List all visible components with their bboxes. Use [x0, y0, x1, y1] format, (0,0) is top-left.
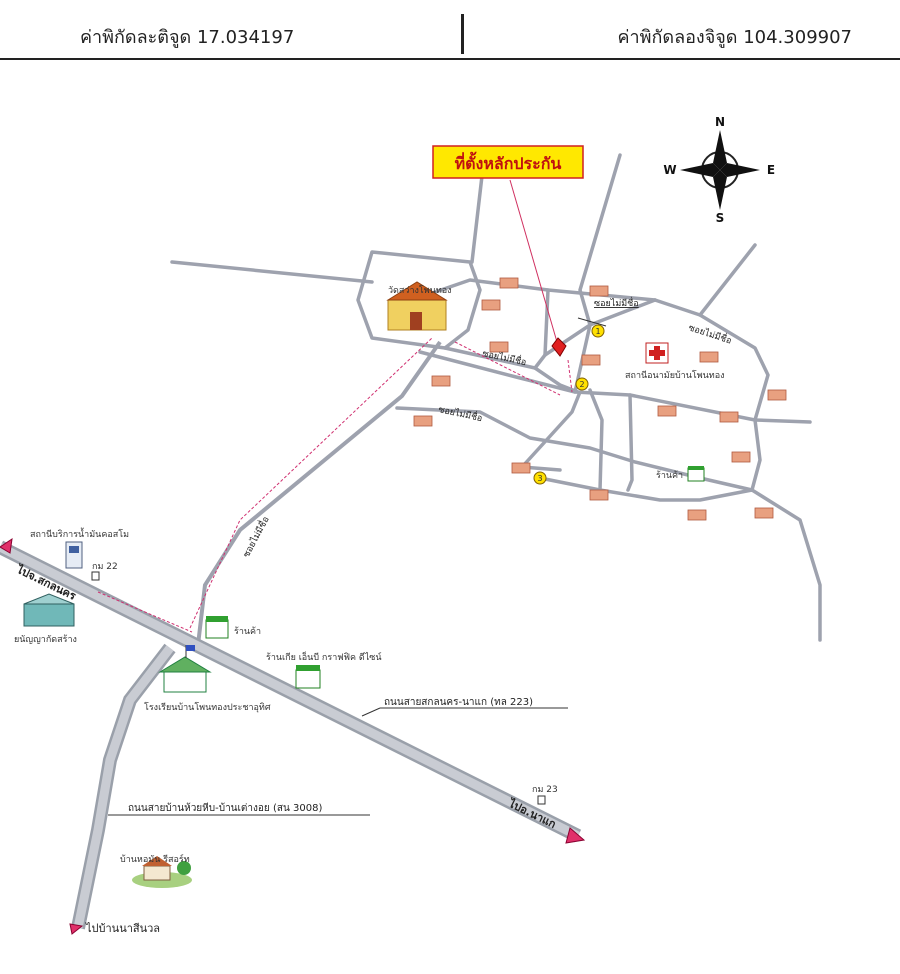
distance-lines	[97, 337, 573, 633]
marker-2: 2	[575, 377, 589, 391]
arrow-to-nakae-icon	[565, 827, 586, 844]
longitude-label: ค่าพิกัดลองจิจูด 104.309907	[617, 27, 852, 48]
gas-station-icon	[65, 541, 83, 569]
shop-label-junction: ร้านค้า	[234, 626, 261, 637]
health-center-icon	[645, 342, 669, 364]
compass-e: E	[767, 163, 775, 177]
svg-text:1: 1	[595, 327, 600, 336]
collateral-box	[432, 145, 584, 179]
road-3008	[71, 643, 176, 930]
svg-text:2: 2	[579, 380, 584, 389]
highway-223	[0, 540, 582, 843]
soi-label-4: ซอยไม่มีชื่อ	[437, 402, 483, 424]
road-label-highway: ถนนสายสกลนคร-นาแก (ทล 223)	[384, 697, 533, 708]
school-icon	[158, 645, 212, 693]
road-label-local: ถนนสายบ้านห้วยหีบ-บ้านเต่างอย (สน 3008)	[128, 802, 322, 814]
header-divider	[461, 14, 464, 54]
to-nasinuan-label: ไปบ้านนาสีนวล	[85, 922, 160, 935]
school-label: โรงเรียนบ้านโพนทองประชาอุทิศ	[144, 702, 271, 713]
shop-icon-graphic	[295, 665, 321, 689]
resort-label: บ้านหอมัน รีสอร์ท	[120, 853, 190, 865]
coordinate-header: ค่าพิกัดละติจูด 17.034197 ค่าพิกัดลองจิจ…	[0, 0, 900, 60]
warehouse-label: ยนัญญากัดสร้าง	[14, 634, 77, 645]
shop-label-village: ร้านค้า	[656, 470, 683, 481]
compass-s: S	[716, 211, 725, 225]
health-center-label: สถานีอนามัยบ้านโพนทอง	[625, 370, 725, 381]
soi-label-2: ซอยไม่มีชื่อ	[687, 320, 734, 346]
resort-icon	[132, 856, 192, 888]
km23-label: กม 23	[532, 785, 558, 795]
callout-line	[509, 179, 558, 343]
to-nakae-label: ไปอ.นาแก	[505, 795, 559, 831]
callout-line-highway	[361, 707, 381, 717]
km23-post-icon	[537, 795, 546, 805]
village-roads	[170, 148, 822, 642]
svg-text:3: 3	[537, 474, 542, 483]
temple-icon	[386, 281, 448, 331]
gas-station-label: สถานีบริการน้ำมันคอสโม	[30, 527, 129, 540]
temple-label: วัดสว่างโพนทอง	[388, 285, 452, 296]
marker-3: 3	[533, 471, 547, 485]
shop-icon-junction	[205, 616, 229, 639]
km22-post-icon	[91, 571, 100, 581]
shop-icon-village	[687, 466, 705, 482]
main-access-road	[196, 340, 442, 646]
latitude-label: ค่าพิกัดละติจูด 17.034197	[80, 27, 295, 48]
marker-1: 1	[591, 324, 605, 338]
house-icons	[413, 277, 787, 521]
soi-label-5: ซอยไม่มีชื่อ	[239, 514, 271, 560]
km22-label: กม 22	[92, 562, 118, 572]
arrow-to-sakon-icon	[0, 537, 13, 554]
pointer-line	[577, 317, 607, 327]
soi-label-1: ซอยไม่มีชื่อ	[594, 296, 639, 309]
collateral-pin-icon	[551, 337, 567, 357]
arrow-to-nasinuan-icon	[69, 923, 84, 935]
warehouse-icon	[23, 593, 75, 627]
compass-icon	[680, 130, 760, 210]
collateral-title: ที่ตั้งหลักประกัน	[455, 151, 562, 173]
compass-n: N	[715, 115, 725, 129]
compass-w: W	[663, 163, 676, 177]
shop-label-graphic: ร้านเกีย เอ็นบี กราฟฟิค ดีไซน์	[266, 650, 382, 663]
